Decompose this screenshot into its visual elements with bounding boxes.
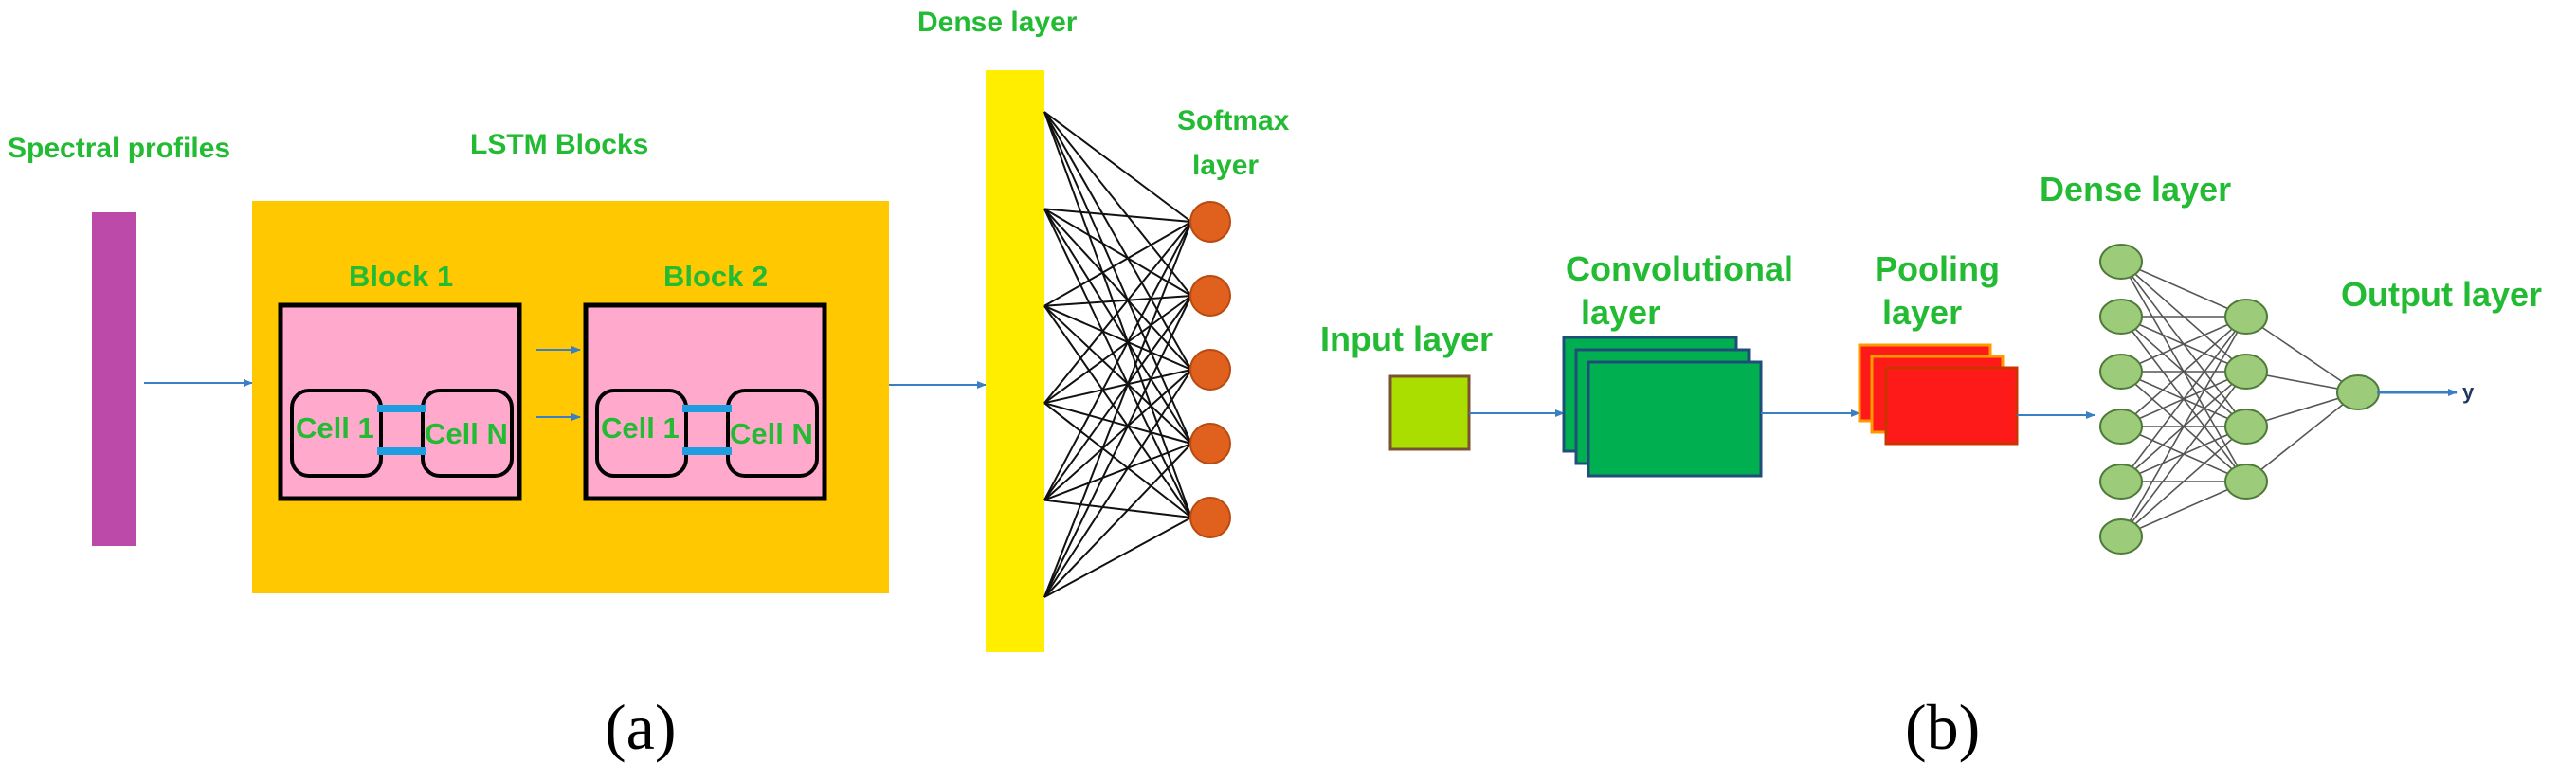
spectral-profile-bar: [92, 212, 136, 546]
dense-edge: [2120, 316, 2247, 537]
softmax-edge: [1043, 221, 1192, 501]
dense-node-layer1: [2099, 244, 2143, 280]
dense-network: [2099, 244, 2380, 555]
block1-cell-1-label: Cell 1: [296, 411, 374, 445]
softmax-edge: [1043, 111, 1192, 223]
block2-cell-n: [726, 389, 819, 478]
dense-edge: [2120, 481, 2247, 537]
output-symbol: y: [2462, 380, 2475, 404]
dense-edge: [2120, 261, 2247, 318]
softmax-edge: [1043, 402, 1192, 445]
softmax-edge: [1043, 208, 1192, 297]
dense-layer-label-b: Dense layer: [2040, 170, 2231, 209]
conv-label-line1: Convolutional: [1566, 249, 1793, 288]
softmax-edge: [1043, 295, 1192, 307]
block2-cell-1-label: Cell 1: [601, 411, 680, 445]
softmax-edge: [1043, 208, 1192, 371]
softmax-node: [1189, 497, 1231, 538]
softmax-edge: [1043, 111, 1192, 445]
dense-edge: [2120, 316, 2247, 482]
softmax-node: [1189, 423, 1231, 464]
softmax-edge: [1043, 111, 1192, 518]
softmax-edge: [1043, 369, 1192, 501]
block1: [278, 302, 522, 501]
output-node: [2336, 374, 2380, 410]
output-layer-label: Output layer: [2341, 275, 2542, 314]
lstm-blocks-label: LSTM Blocks: [470, 129, 648, 160]
block2-cell-n-label: Cell N: [730, 417, 813, 450]
softmax-edge: [1043, 369, 1192, 405]
softmax-label-line1: Softmax: [1177, 105, 1290, 136]
softmax-edge: [1043, 295, 1192, 598]
softmax-edge: [1043, 208, 1192, 518]
spectral-profiles-label: Spectral profiles: [8, 133, 230, 164]
dense-node-layer1: [2099, 464, 2143, 500]
pool-map-front: [1884, 366, 2019, 446]
block1-title: Block 1: [349, 260, 453, 293]
input-square: [1388, 374, 1471, 451]
softmax-edge: [1043, 443, 1192, 501]
softmax-edge: [1043, 221, 1192, 307]
softmax-connections: [1043, 111, 1231, 598]
softmax-edge: [1043, 305, 1192, 445]
panel-a: Spectral profiles LSTM Blocks Block 1 Ce…: [8, 7, 1290, 763]
dense-node-layer1: [2099, 354, 2143, 390]
softmax-edge: [1043, 295, 1192, 405]
pool-label-line1: Pooling: [1875, 249, 2000, 288]
pool-label-line2: layer: [1882, 293, 1962, 332]
input-layer-label: Input layer: [1320, 319, 1493, 358]
dense-edge: [2120, 426, 2247, 537]
softmax-edge: [1043, 402, 1192, 518]
softmax-node: [1189, 201, 1231, 243]
block1-cell-1: [290, 389, 383, 478]
block2-title: Block 2: [663, 260, 768, 293]
dense-node-layer2: [2224, 354, 2268, 390]
softmax-label-line2: layer: [1192, 150, 1259, 181]
softmax-edge: [1043, 111, 1192, 371]
block1-cell-n-label: Cell N: [425, 417, 508, 450]
softmax-edge: [1043, 369, 1192, 598]
dense-edge: [2120, 371, 2247, 537]
dense-node-layer1: [2099, 409, 2143, 445]
dense-layer-label-a: Dense layer: [917, 7, 1078, 38]
block1-cell-n: [421, 389, 514, 478]
softmax-edge: [1043, 517, 1192, 598]
conv-label-line2: layer: [1581, 293, 1660, 332]
softmax-edge: [1043, 499, 1192, 518]
output-edge: [2245, 316, 2359, 393]
softmax-node: [1189, 349, 1231, 391]
softmax-edge: [1043, 208, 1192, 223]
softmax-edge: [1043, 111, 1192, 297]
softmax-edge: [1043, 208, 1192, 445]
output-edge: [2245, 391, 2359, 482]
conv-map-front: [1587, 360, 1763, 478]
dense-node-layer2: [2224, 299, 2268, 335]
block2: [583, 302, 827, 501]
dense-edge: [2120, 316, 2247, 427]
dense-node-layer2: [2224, 464, 2268, 500]
softmax-edge: [1043, 304, 1192, 371]
softmax-node: [1189, 275, 1231, 317]
softmax-edge: [1043, 443, 1192, 598]
caption-b: (b): [1905, 691, 1980, 763]
dense-node-layer2: [2224, 409, 2268, 445]
panel-b: Input layer Convolutional layer Pooling …: [1320, 170, 2542, 763]
dense-layer-bar: [986, 70, 1044, 652]
dense-node-layer1: [2099, 299, 2143, 335]
dense-node-layer1: [2099, 518, 2143, 555]
caption-a: (a): [605, 691, 676, 763]
dense-edge: [2120, 316, 2247, 373]
softmax-edge: [1043, 221, 1192, 404]
softmax-edge: [1043, 295, 1192, 501]
block2-cell-1: [595, 389, 688, 478]
softmax-edge: [1043, 221, 1192, 598]
